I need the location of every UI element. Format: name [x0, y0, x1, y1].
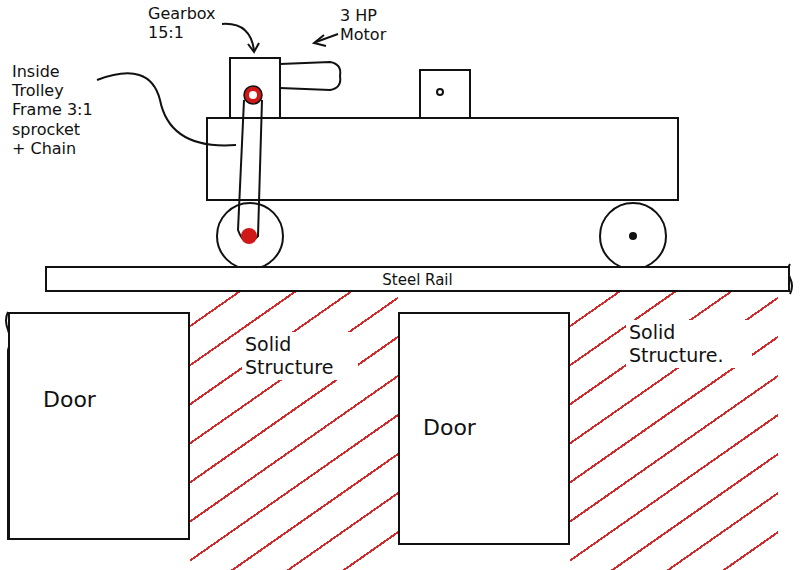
drive-sprocket [244, 86, 262, 104]
arrow-head [314, 35, 326, 46]
leader-line [97, 73, 236, 145]
sprocket-hub [249, 91, 257, 99]
steel-rail: Steel Rail [45, 266, 790, 292]
gearbox [230, 58, 280, 118]
idler-wheel [600, 203, 666, 269]
motor [280, 62, 340, 90]
node-text: Door [40, 386, 99, 414]
callout-label: Gearbox 15:1 [148, 4, 228, 42]
wheel-sprocket [241, 228, 257, 244]
node-text: Solid Structure [242, 332, 358, 380]
door: Door [8, 312, 190, 540]
drive-wheel [217, 203, 283, 269]
chain [238, 100, 262, 242]
solid-structure: Solid Structure [190, 292, 398, 570]
bearing-hole [437, 89, 443, 95]
callout-label: Inside Trolley Frame 3:1 sprocket + Chai… [12, 62, 96, 158]
solid-structure: Solid Structure. [570, 292, 778, 570]
bearing-block [420, 70, 470, 118]
node-text: Steel Rail [379, 270, 455, 290]
door: Door [398, 312, 570, 545]
trolley-frame [207, 118, 678, 200]
arrow-head [248, 43, 259, 52]
node-text: Door [420, 414, 479, 442]
node-text: Solid Structure. [626, 320, 752, 368]
axle [629, 232, 637, 240]
callout-label: 3 HP Motor [340, 6, 410, 44]
